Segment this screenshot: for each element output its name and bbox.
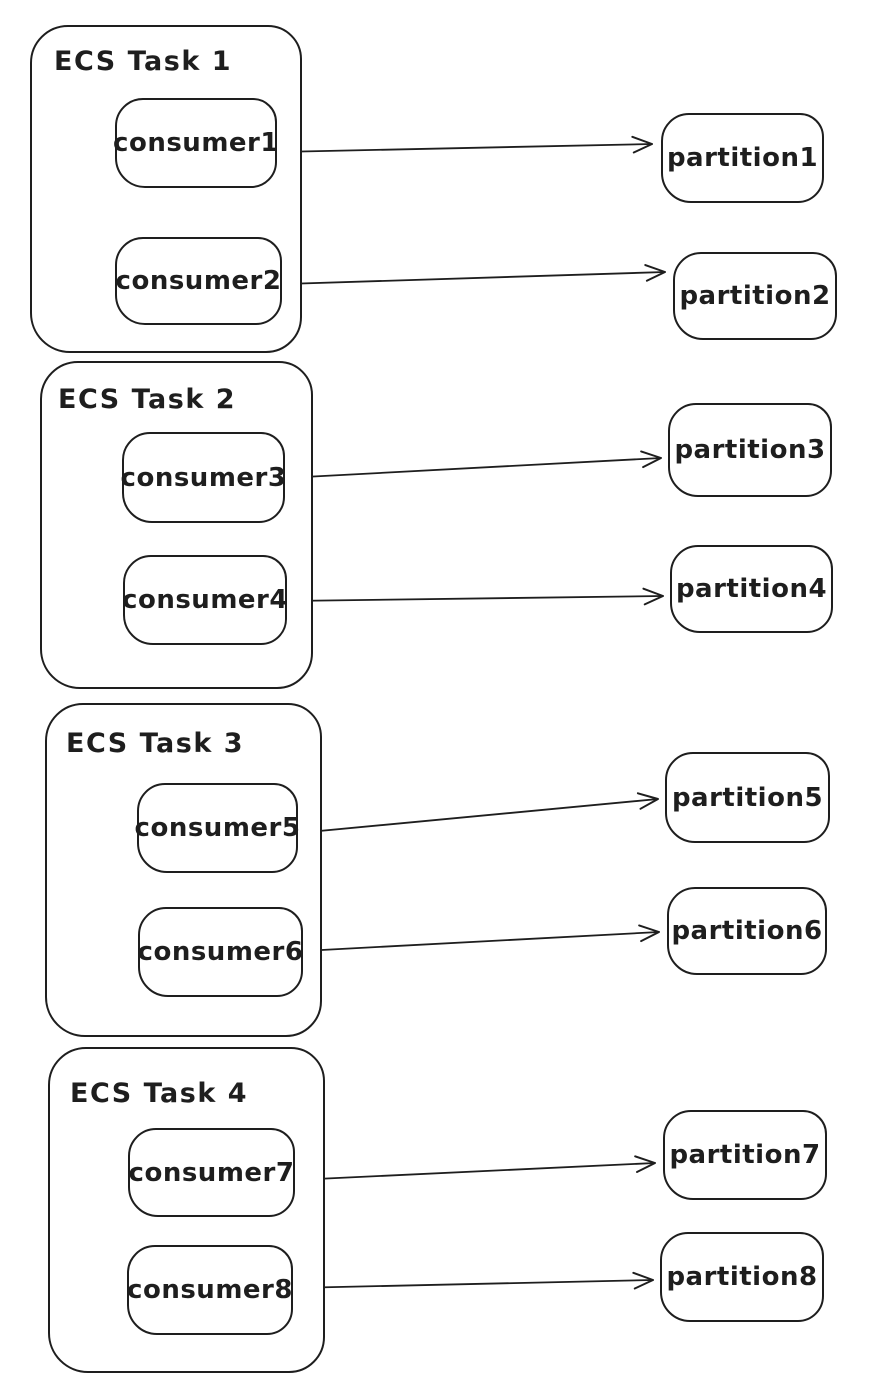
- consumer-label-4: consumer4: [122, 585, 288, 615]
- consumer-box-2: consumer2: [115, 237, 282, 325]
- partition-box-3: partition3: [668, 403, 832, 497]
- partition-box-6: partition6: [667, 887, 827, 975]
- consumer-box-5: consumer5: [134, 783, 301, 873]
- consumer-box-7: consumer7: [128, 1128, 295, 1217]
- partition-box-8: partition8: [660, 1232, 824, 1322]
- partition-label-1: partition1: [666, 143, 819, 173]
- consumer-box-3: consumer3: [120, 432, 287, 523]
- consumer-label-2: consumer2: [115, 266, 282, 296]
- consumer-box-4: consumer4: [122, 555, 288, 645]
- partition-label-5: partition5: [671, 782, 824, 813]
- partition-label-4: partition4: [675, 574, 828, 604]
- arrow-consumer2-partition2: [284, 264, 666, 285]
- partition-label-2: partition2: [679, 281, 831, 311]
- task-label-1: ECS Task 1: [54, 46, 232, 77]
- arrow-consumer8-partition8: [292, 1271, 654, 1290]
- consumer-box-6: consumer6: [138, 907, 303, 997]
- task-label-2: ECS Task 2: [58, 384, 236, 415]
- partition-box-2: partition2: [673, 252, 837, 340]
- partition-box-1: partition1: [661, 113, 824, 203]
- consumer-box-1: consumer1: [113, 98, 279, 188]
- task-label-3: ECS Task 3: [66, 728, 244, 759]
- arrow-consumer4-partition4: [287, 587, 664, 606]
- partition-box-5: partition5: [665, 752, 830, 843]
- arrow-consumer7-partition7: [294, 1155, 656, 1181]
- partition-label-8: partition8: [666, 1262, 818, 1292]
- consumer-label-6: consumer6: [137, 937, 304, 967]
- task-label-4: ECS Task 4: [70, 1078, 248, 1109]
- partition-label-3: partition3: [674, 435, 826, 465]
- arrow-consumer6-partition6: [302, 924, 660, 952]
- partition-label-7: partition7: [669, 1140, 821, 1170]
- partition-label-6: partition6: [671, 916, 823, 946]
- arrow-consumer1-partition1: [277, 135, 653, 154]
- consumer-label-7: consumer7: [128, 1157, 295, 1188]
- consumer-label-3: consumer3: [120, 462, 287, 493]
- consumer-label-8: consumer8: [127, 1275, 293, 1305]
- consumer-label-1: consumer1: [113, 128, 279, 158]
- arrow-consumer5-partition5: [297, 792, 659, 834]
- partition-box-7: partition7: [663, 1110, 827, 1200]
- partition-box-4: partition4: [670, 545, 833, 633]
- consumer-box-8: consumer8: [127, 1245, 293, 1335]
- arrow-consumer3-partition3: [284, 450, 662, 479]
- consumer-label-5: consumer5: [134, 813, 301, 843]
